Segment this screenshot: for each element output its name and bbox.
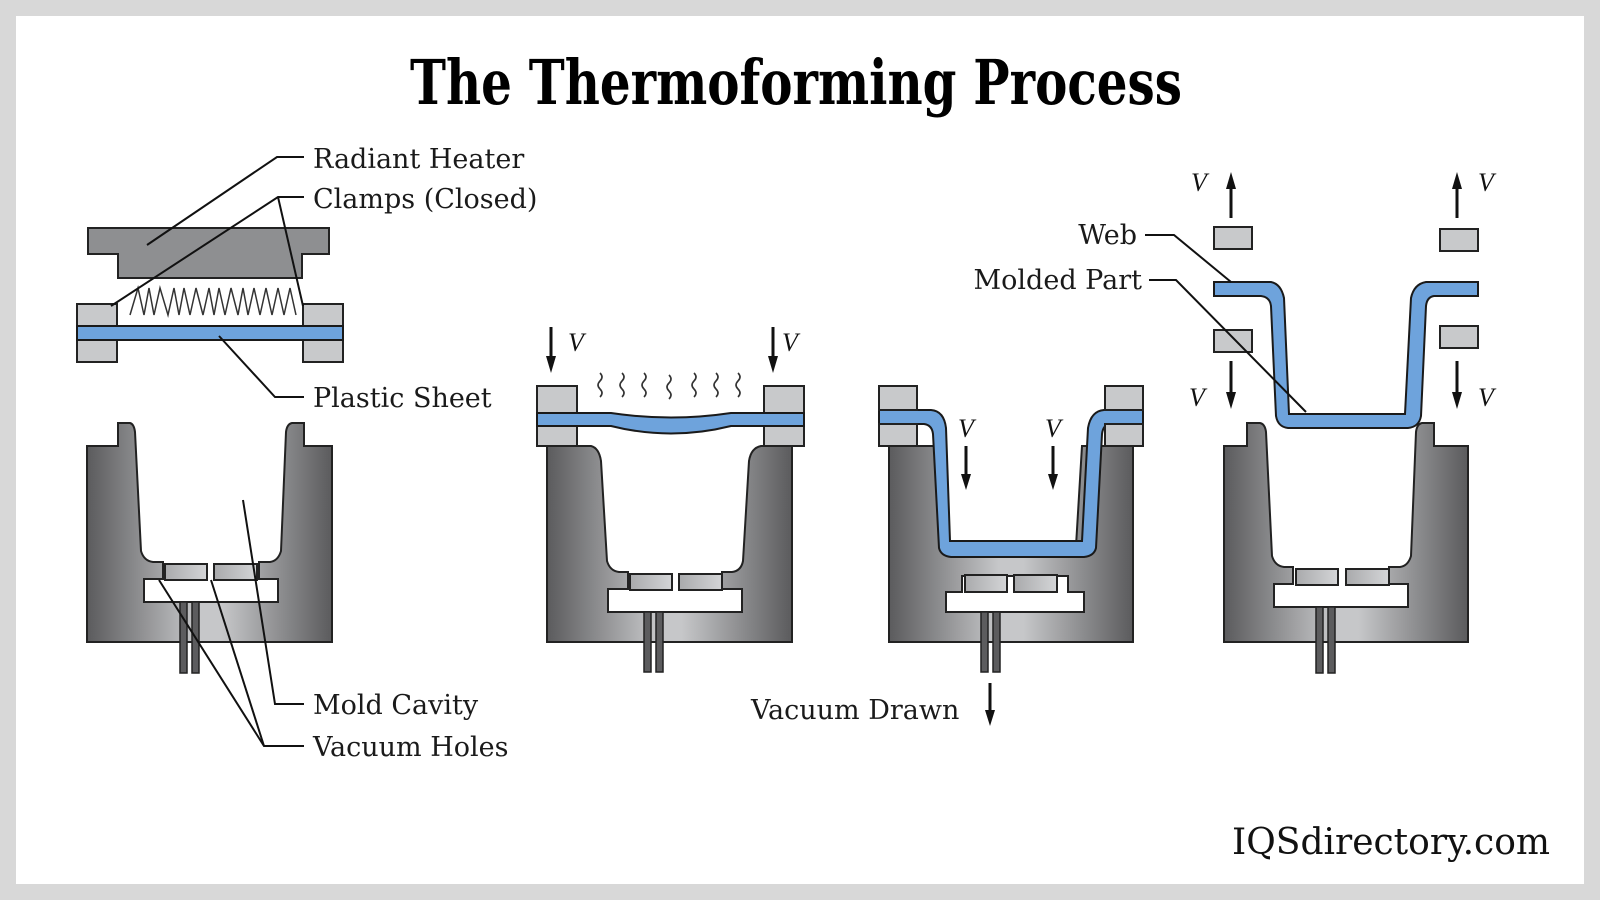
label-vacuum-drawn: Vacuum Drawn [750,695,959,726]
label-radiant-heater: Radiant Heater [313,144,524,175]
leader-molded-part [1149,279,1307,413]
leader-radiant-heater [146,156,304,246]
clamp [878,385,918,411]
vacuum-pipe [655,611,664,673]
arrowhead [961,474,971,490]
stage-heating: Radiant Heater Clamps (Closed) Plastic S… [76,144,537,763]
v-label: V [1191,168,1210,197]
clamp-bottom-left [76,339,118,363]
vacuum-pipe [1315,606,1324,674]
arrowhead [1226,172,1236,189]
page-title: The Thermoforming Process [410,47,1182,119]
mold-body [546,445,793,643]
leader-vacuum-hole-2 [210,579,265,747]
diagram-canvas: The Thermoforming Process Radiant Heater… [16,16,1584,884]
clamp [763,385,805,414]
vacuum-plate [678,573,723,591]
mold-body [1223,422,1469,643]
arrowhead [1226,392,1236,409]
vacuum-pipe [992,611,1001,673]
stage-sagging: V V [536,327,805,673]
arrowhead [1452,172,1462,189]
leader-clamp-right [277,196,304,307]
vacuum-pipe [1327,606,1336,674]
arrowhead [1452,392,1462,409]
label-molded-part: Molded Part [974,265,1143,296]
arrowhead [768,356,778,373]
clamp-upper-left [1213,226,1253,250]
arrowhead [546,356,556,373]
clamp-top-right [302,303,344,327]
v-label: V [1045,414,1064,443]
heat-waves-icon [597,372,741,400]
vacuum-pipe [980,611,989,673]
heater-coil-icon [129,285,297,318]
v-label: V [958,414,977,443]
label-clamps: Clamps (Closed) [313,184,537,215]
vacuum-pipe [179,601,188,674]
v-label: V [782,328,801,357]
clamp-bottom-right [302,339,344,363]
arrowhead [1048,474,1058,490]
clamp-upper-right [1439,228,1479,252]
label-vacuum-holes: Vacuum Holes [312,732,508,763]
clamp-lower-right [1439,325,1479,349]
vacuum-pipe [643,611,652,673]
formed-plastic-sheet [878,409,1144,558]
vacuum-plate [1013,574,1058,593]
vacuum-plate [1345,568,1390,586]
label-web: Web [1078,220,1137,251]
radiant-heater [87,227,330,279]
clamp [878,423,918,447]
v-label: V [568,328,587,357]
v-label: V [1478,168,1497,197]
leader-mold-cavity [242,499,304,705]
sagging-plastic-sheet [536,412,805,435]
clamp [536,425,578,447]
stage-release: V V V V Web Molded Part [974,168,1497,674]
v-label: V [1189,383,1208,412]
vacuum-plate [964,574,1008,593]
leader-web [1145,234,1232,283]
brand-watermark: IQSdirectory.com [1232,822,1550,863]
vacuum-plate [164,563,208,581]
vacuum-plate [1295,568,1339,586]
clamp [1104,385,1144,411]
label-mold-cavity: Mold Cavity [313,690,479,721]
v-label: V [1478,383,1497,412]
arrowhead [985,710,995,726]
clamp-lower-left [1213,329,1253,353]
clamp [763,425,805,447]
stage-vacuum-forming: V V Vacuum Drawn [750,385,1144,726]
clamp [1104,423,1144,447]
clamp [536,385,578,414]
clamp-top-left [76,303,118,327]
label-plastic-sheet: Plastic Sheet [313,383,492,414]
leader-plastic-sheet [218,335,304,398]
molded-part [1213,281,1479,429]
plastic-sheet [76,325,344,341]
thermoforming-diagram: The Thermoforming Process Radiant Heater… [76,47,1550,863]
vacuum-plate [629,573,673,591]
mold-body [86,422,333,643]
vacuum-plate [213,563,258,581]
